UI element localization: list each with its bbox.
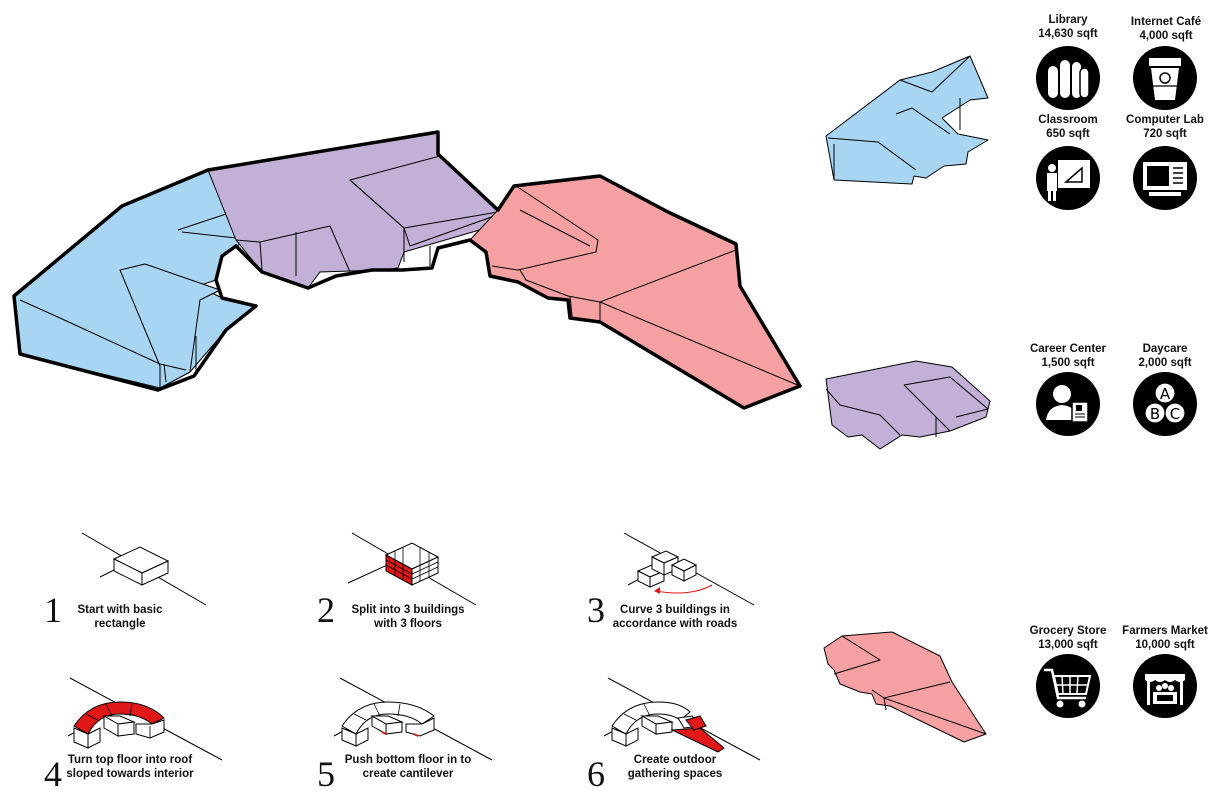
person-resume-icon [1036,372,1100,436]
svg-text:C: C [1170,405,1180,423]
program-computer-lab: Computer Lab 720 sqft [1100,113,1224,141]
program-classroom: Classroom 650 sqft [1003,113,1133,141]
step-number: 1 [44,590,62,630]
svg-text:A: A [1160,385,1171,403]
main-massing-diagram [12,130,802,410]
program-area: 10,000 sqft [1135,639,1195,651]
step-number: 3 [587,590,605,630]
program-area: 1,500 sqft [1041,357,1095,369]
abc-blocks-icon: A B C [1133,372,1197,436]
program-name: Grocery Store [1029,625,1107,637]
step-1-diagram [81,532,207,606]
program-name: Classroom [1038,114,1098,126]
main-purple-building [207,131,501,289]
program-area: 2,000 sqft [1138,357,1192,369]
step-description: Split into 3 buildings with 3 floors [351,604,465,630]
step-6-diagram [603,677,761,761]
program-area: 650 sqft [1046,128,1090,140]
purple-building-view [825,360,991,450]
program-name: Internet Café [1130,16,1202,28]
program-name: Farmers Market [1122,625,1208,637]
program-name: Library [1048,14,1088,26]
step-description: Turn top floor into roof sloped towards … [66,754,194,780]
program-area: 4,000 sqft [1139,30,1193,42]
svg-text:B: B [1150,405,1160,423]
teacher-board-icon [1036,146,1100,210]
step-number: 5 [317,754,335,794]
step-number: 6 [587,754,605,794]
step-number: 2 [317,590,335,630]
step-description: Create outdoor gathering spaces [627,754,723,780]
program-internet-cafe: Internet Café 4,000 sqft [1101,15,1224,43]
main-outline [12,130,802,410]
program-farmers-market: Farmers Market 10,000 sqft [1100,624,1224,652]
main-red-building [469,175,801,409]
program-name: Computer Lab [1126,114,1204,126]
program-name: Daycare [1142,343,1188,355]
blue-building-view [825,55,989,185]
main-blue-building [13,169,257,389]
step-5-diagram [333,677,493,761]
step-4-diagram [67,677,223,761]
market-stall-icon [1133,654,1197,718]
program-library: Library 14,630 sqft [1003,13,1133,41]
step-2-diagram [347,532,477,606]
step-description: Curve 3 buildings in accordance with roa… [612,604,738,630]
step-description: Push bottom floor in to create cantileve… [344,754,472,780]
step-number: 4 [44,754,62,794]
program-area: 14,630 sqft [1038,28,1098,40]
program-career-center: Career Center 1,500 sqft [1003,342,1133,370]
step-description: Start with basic rectangle [77,604,163,630]
red-building-view [823,631,987,743]
program-area: 720 sqft [1143,128,1187,140]
computer-monitor-icon [1133,146,1197,210]
program-daycare: Daycare 2,000 sqft [1100,342,1224,370]
program-area: 13,000 sqft [1038,639,1098,651]
coffee-cup-icon [1133,46,1197,110]
program-grocery-store: Grocery Store 13,000 sqft [1003,624,1133,652]
program-name: Career Center [1029,343,1107,355]
step-3-diagram [623,532,755,606]
books-icon [1036,46,1100,110]
shopping-cart-icon [1036,654,1100,718]
